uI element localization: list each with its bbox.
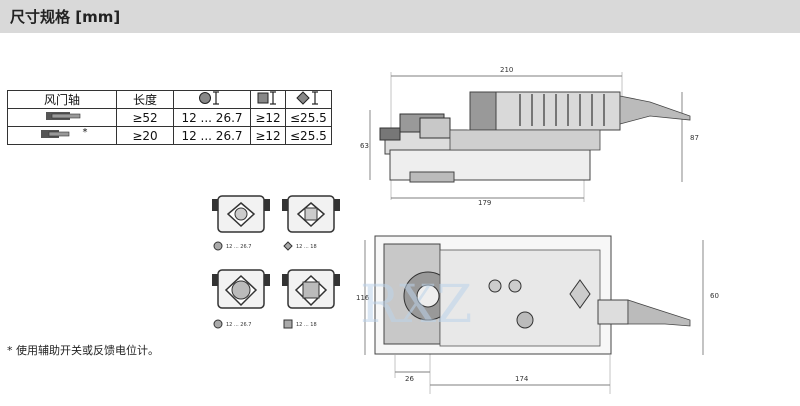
dim-side-height: 87	[690, 134, 699, 142]
clamp-drawing-square-large	[282, 269, 340, 329]
square-shaft-icon	[257, 91, 276, 105]
dim-side-left: 63	[360, 142, 369, 150]
dim-top-left: 26	[405, 375, 414, 383]
footnote-marker: *	[82, 127, 88, 138]
dim-top-height-left: 116	[356, 294, 370, 302]
clamp-drawing-round	[212, 195, 270, 251]
dim-side-width: 210	[500, 66, 513, 74]
round-range-cell: 12 ... 26.7	[173, 108, 251, 127]
diamond-range-cell: ≤25.5	[285, 126, 332, 145]
clamp-label-4: 12 ... 18	[296, 322, 317, 328]
table-row: ≥52 12 ... 26.7 ≥12 ≤25.5	[7, 108, 332, 127]
section-header: 尺寸规格 [mm]	[0, 0, 800, 33]
length-cell: ≥20	[116, 126, 174, 145]
square-range-cell: ≥12	[250, 108, 286, 127]
long-shaft-icon	[46, 112, 81, 120]
clamp-label-3: 12 ... 26.7	[226, 322, 251, 328]
table-header-row: 风门轴 长度	[7, 90, 332, 109]
table-row: * ≥20 12 ... 26.7 ≥12 ≤25.5	[7, 126, 332, 145]
dim-top-height-right: 60	[710, 292, 719, 300]
footnote-text: * 使用辅助开关或反馈电位计。	[7, 344, 159, 357]
diamond-shaft-icon	[296, 91, 319, 105]
clamp-drawing-round-large	[212, 269, 270, 329]
top-view-drawing	[364, 235, 704, 394]
clamp-label-1: 12 ... 26.7	[226, 244, 251, 250]
dimension-table: 风门轴 长度	[7, 90, 332, 145]
watermark-text: RXZ	[360, 275, 472, 335]
round-range-cell: 12 ... 26.7	[173, 126, 251, 145]
short-shaft-icon	[40, 130, 69, 138]
dim-side-inner: 179	[478, 199, 491, 207]
dim-top-width: 174	[515, 375, 529, 383]
round-shaft-icon	[199, 91, 219, 105]
clamp-drawing-square	[282, 195, 340, 251]
shaft-short-cell: *	[7, 126, 117, 145]
clamp-label-2: 12 ... 18	[296, 244, 317, 250]
square-range-cell: ≥12	[250, 126, 286, 145]
side-view-drawing	[369, 72, 691, 202]
section-title: 尺寸规格 [mm]	[10, 8, 121, 26]
col-header-diamond	[285, 90, 332, 109]
col-header-square	[250, 90, 286, 109]
